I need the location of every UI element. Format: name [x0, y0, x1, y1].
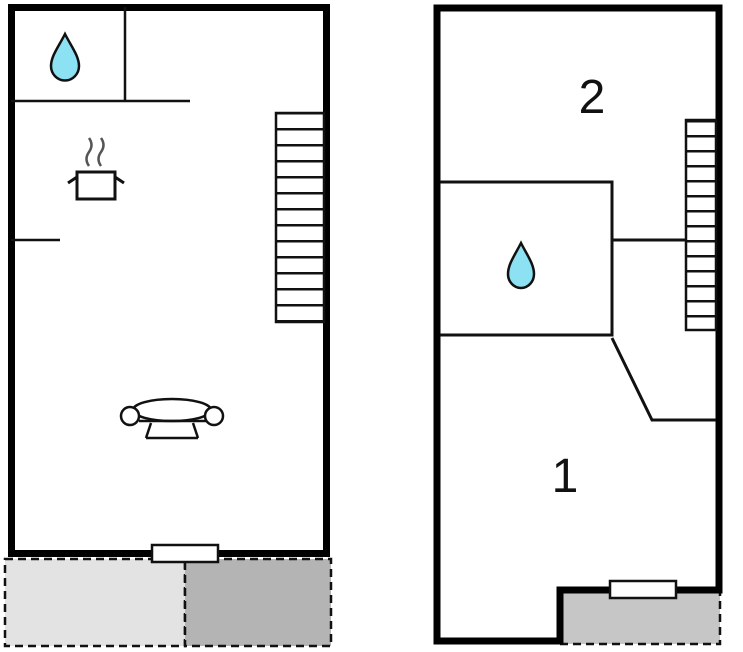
right-outer-walls: [433, 4, 723, 645]
sofa-arm-left: [119, 405, 141, 427]
steam-line-left: [85, 137, 93, 167]
shower-drop-icon: [49, 31, 81, 82]
water-drop-shape-right: [506, 240, 536, 290]
room-label-1: 1: [552, 450, 579, 503]
steam-line-right: [97, 137, 105, 167]
right-floorplan: 2 1: [433, 4, 723, 646]
pot-handle-right: [114, 175, 125, 185]
bathroom-walls-right-plan: [440, 180, 614, 337]
sofa-back: [131, 397, 213, 423]
terrace-left-light: [3, 557, 187, 648]
window-icon-right: [608, 579, 678, 600]
stairs-icon: [274, 111, 326, 324]
sofa-icon: [119, 397, 225, 440]
pot-handle-left: [67, 175, 78, 185]
sofa-legs: [144, 422, 200, 440]
stairs-icon-right: [684, 118, 718, 332]
window-icon-left: [150, 543, 220, 564]
diagonal-stair-wall: [610, 337, 716, 422]
stove-icon: [67, 137, 125, 201]
pot-body: [75, 170, 117, 201]
shower-drop-icon-right: [506, 240, 536, 290]
left-outer-walls: [8, 4, 330, 557]
room-label-2: 2: [579, 71, 606, 124]
sofa-arm-right: [203, 405, 225, 427]
water-drop-shape: [49, 31, 81, 82]
terrace-left-dark: [183, 557, 333, 648]
terrace-right: [558, 590, 722, 646]
left-floorplan: [3, 4, 333, 648]
